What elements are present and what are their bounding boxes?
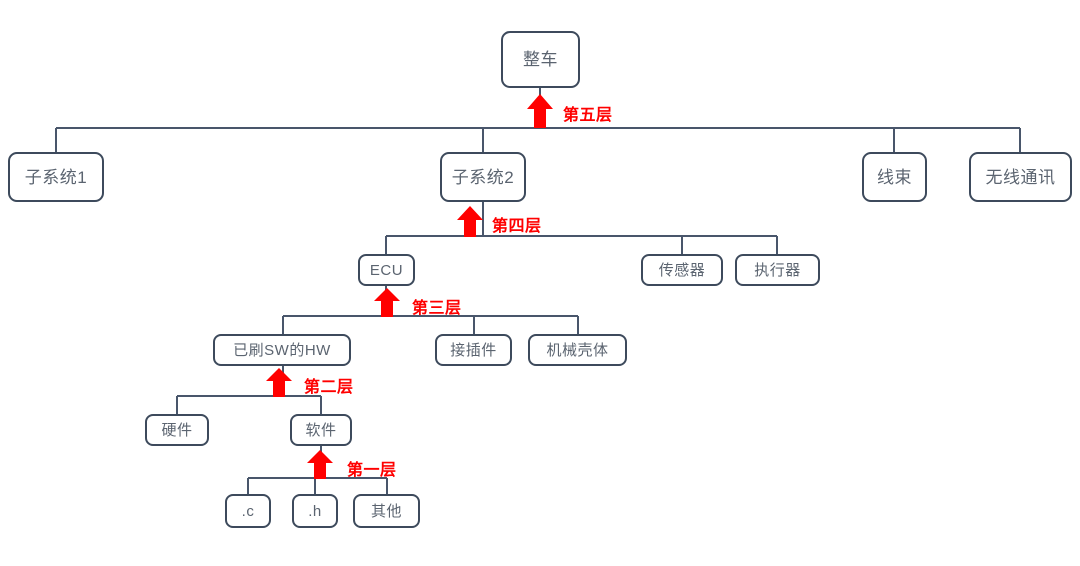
node-vehicle[interactable]: 整车 [501, 31, 580, 88]
node-file-c[interactable]: .c [225, 494, 271, 528]
node-file-other[interactable]: 其他 [353, 494, 420, 528]
node-hardware[interactable]: 硬件 [145, 414, 209, 446]
node-housing[interactable]: 机械壳体 [528, 334, 627, 366]
up-arrow-icon-layer4 [457, 206, 483, 237]
node-software[interactable]: 软件 [290, 414, 352, 446]
node-connector[interactable]: 接插件 [435, 334, 512, 366]
up-arrow-icon-layer3 [374, 288, 400, 317]
node-subsystem2[interactable]: 子系统2 [440, 152, 526, 202]
node-flashed-hw[interactable]: 已刷SW的HW [213, 334, 351, 366]
layer-label-3: 第三层 [412, 300, 462, 317]
up-arrow-icon-layer2 [266, 368, 292, 397]
node-actuator[interactable]: 执行器 [735, 254, 820, 286]
layer-label-5: 第五层 [563, 107, 613, 124]
node-subsystem1[interactable]: 子系统1 [8, 152, 104, 202]
up-arrow-icon-layer1 [307, 450, 333, 479]
layer-label-4: 第四层 [492, 218, 542, 235]
node-file-h[interactable]: .h [292, 494, 338, 528]
up-arrow-icon-layer5 [527, 94, 553, 128]
layer-label-1: 第一层 [347, 462, 397, 479]
node-wireless[interactable]: 无线通讯 [969, 152, 1072, 202]
layer-label-2: 第二层 [304, 379, 354, 396]
node-ecu[interactable]: ECU [358, 254, 415, 286]
node-sensor[interactable]: 传感器 [641, 254, 723, 286]
node-harness[interactable]: 线束 [862, 152, 927, 202]
